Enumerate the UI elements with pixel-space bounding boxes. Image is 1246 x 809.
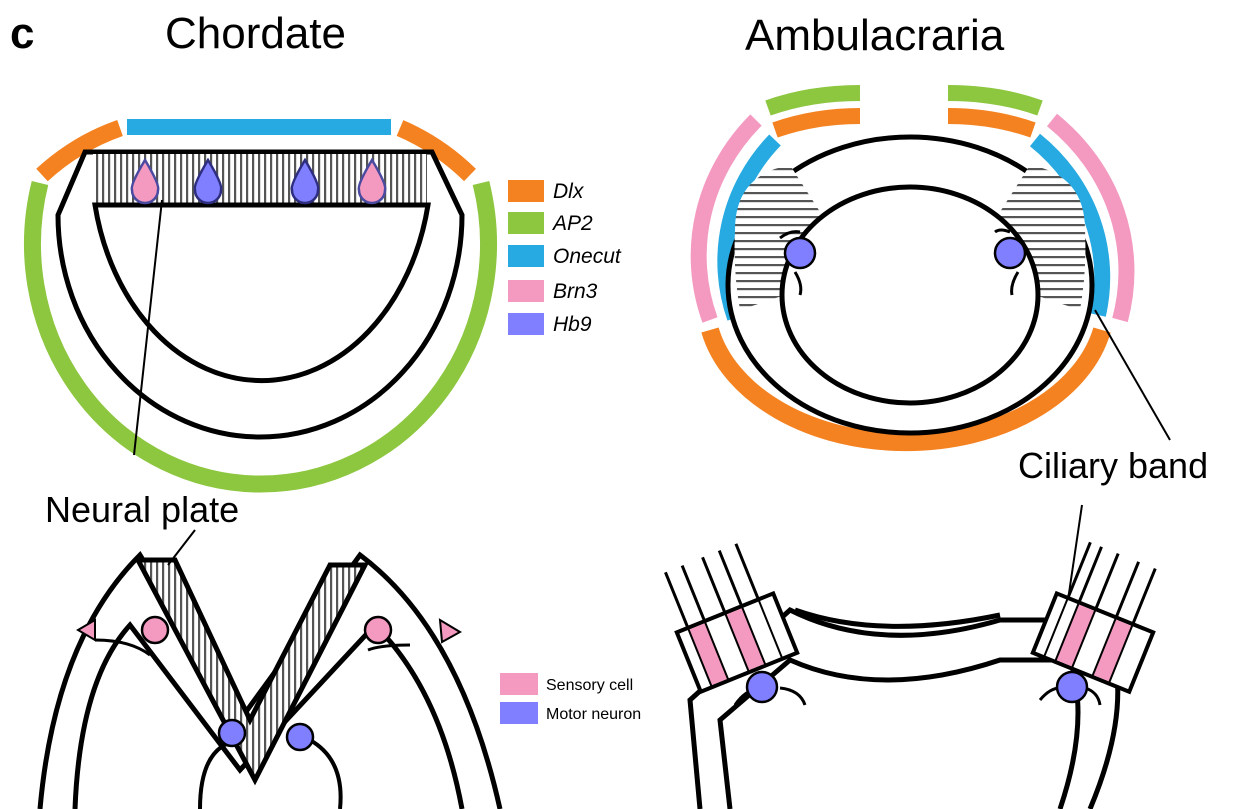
ap2-swatch: [508, 212, 544, 234]
ciliary-band-leader-line-lower: [1068, 505, 1082, 600]
motor-neuron: [287, 724, 313, 750]
ciliary-band-block-right: [1033, 538, 1176, 692]
chordate-embryo-top: [33, 119, 489, 484]
motor-neuron: [785, 238, 815, 268]
brn3-swatch: [508, 280, 544, 302]
ambulacraria-larva-top: [699, 93, 1170, 442]
motor-neuron: [995, 238, 1025, 268]
ambulacraria-title: Ambulacraria: [745, 11, 1005, 60]
ap2-domain-right: [948, 93, 1040, 108]
gene-legend: Dlx AP2 Onecut Brn3 Hb9: [508, 180, 622, 336]
motor-neuron: [1057, 672, 1087, 702]
legend-label-dlx: Dlx: [553, 180, 585, 203]
onecut-domain-bar: [127, 119, 391, 135]
legend-label-motor-neuron: Motor neuron: [546, 706, 641, 723]
sensory-cell: [142, 617, 168, 643]
chordate-neural-folds: [40, 530, 500, 809]
cell-legend: Sensory cell Motor neuron: [500, 673, 641, 724]
onecut-swatch: [508, 245, 544, 267]
dlx-swatch: [508, 180, 544, 202]
legend-label-hb9: Hb9: [553, 313, 592, 336]
legend-label-sensory-cell: Sensory cell: [546, 677, 633, 694]
legend-label-ap2: AP2: [551, 212, 593, 235]
legend-label-brn3: Brn3: [553, 280, 598, 303]
motor-neuron: [747, 672, 777, 702]
hb9-swatch: [508, 313, 544, 335]
ciliary-band-leader-line: [1095, 310, 1170, 440]
ambulacraria-ciliary-detail: [654, 505, 1175, 809]
dlx-domain-top-left: [775, 116, 860, 130]
dlx-domain-top-right: [948, 116, 1033, 130]
chordate-title: Chordate: [165, 9, 346, 58]
larva-inner-outline: [782, 187, 1038, 403]
motor-neuron: [219, 720, 245, 746]
sensory-cell-swatch: [500, 673, 538, 695]
neural-plate-leader-line-lower: [168, 530, 195, 565]
ciliary-band-label: Ciliary band: [1018, 445, 1208, 486]
ciliary-band-block-left: [654, 538, 797, 692]
neural-plate-label: Neural plate: [45, 489, 239, 530]
legend-label-onecut: Onecut: [553, 245, 622, 268]
motor-neuron-swatch: [500, 702, 538, 724]
sensory-cell: [440, 620, 460, 642]
ap2-domain-left: [768, 93, 860, 108]
sensory-cell: [365, 617, 391, 643]
panel-letter: c: [10, 9, 34, 58]
